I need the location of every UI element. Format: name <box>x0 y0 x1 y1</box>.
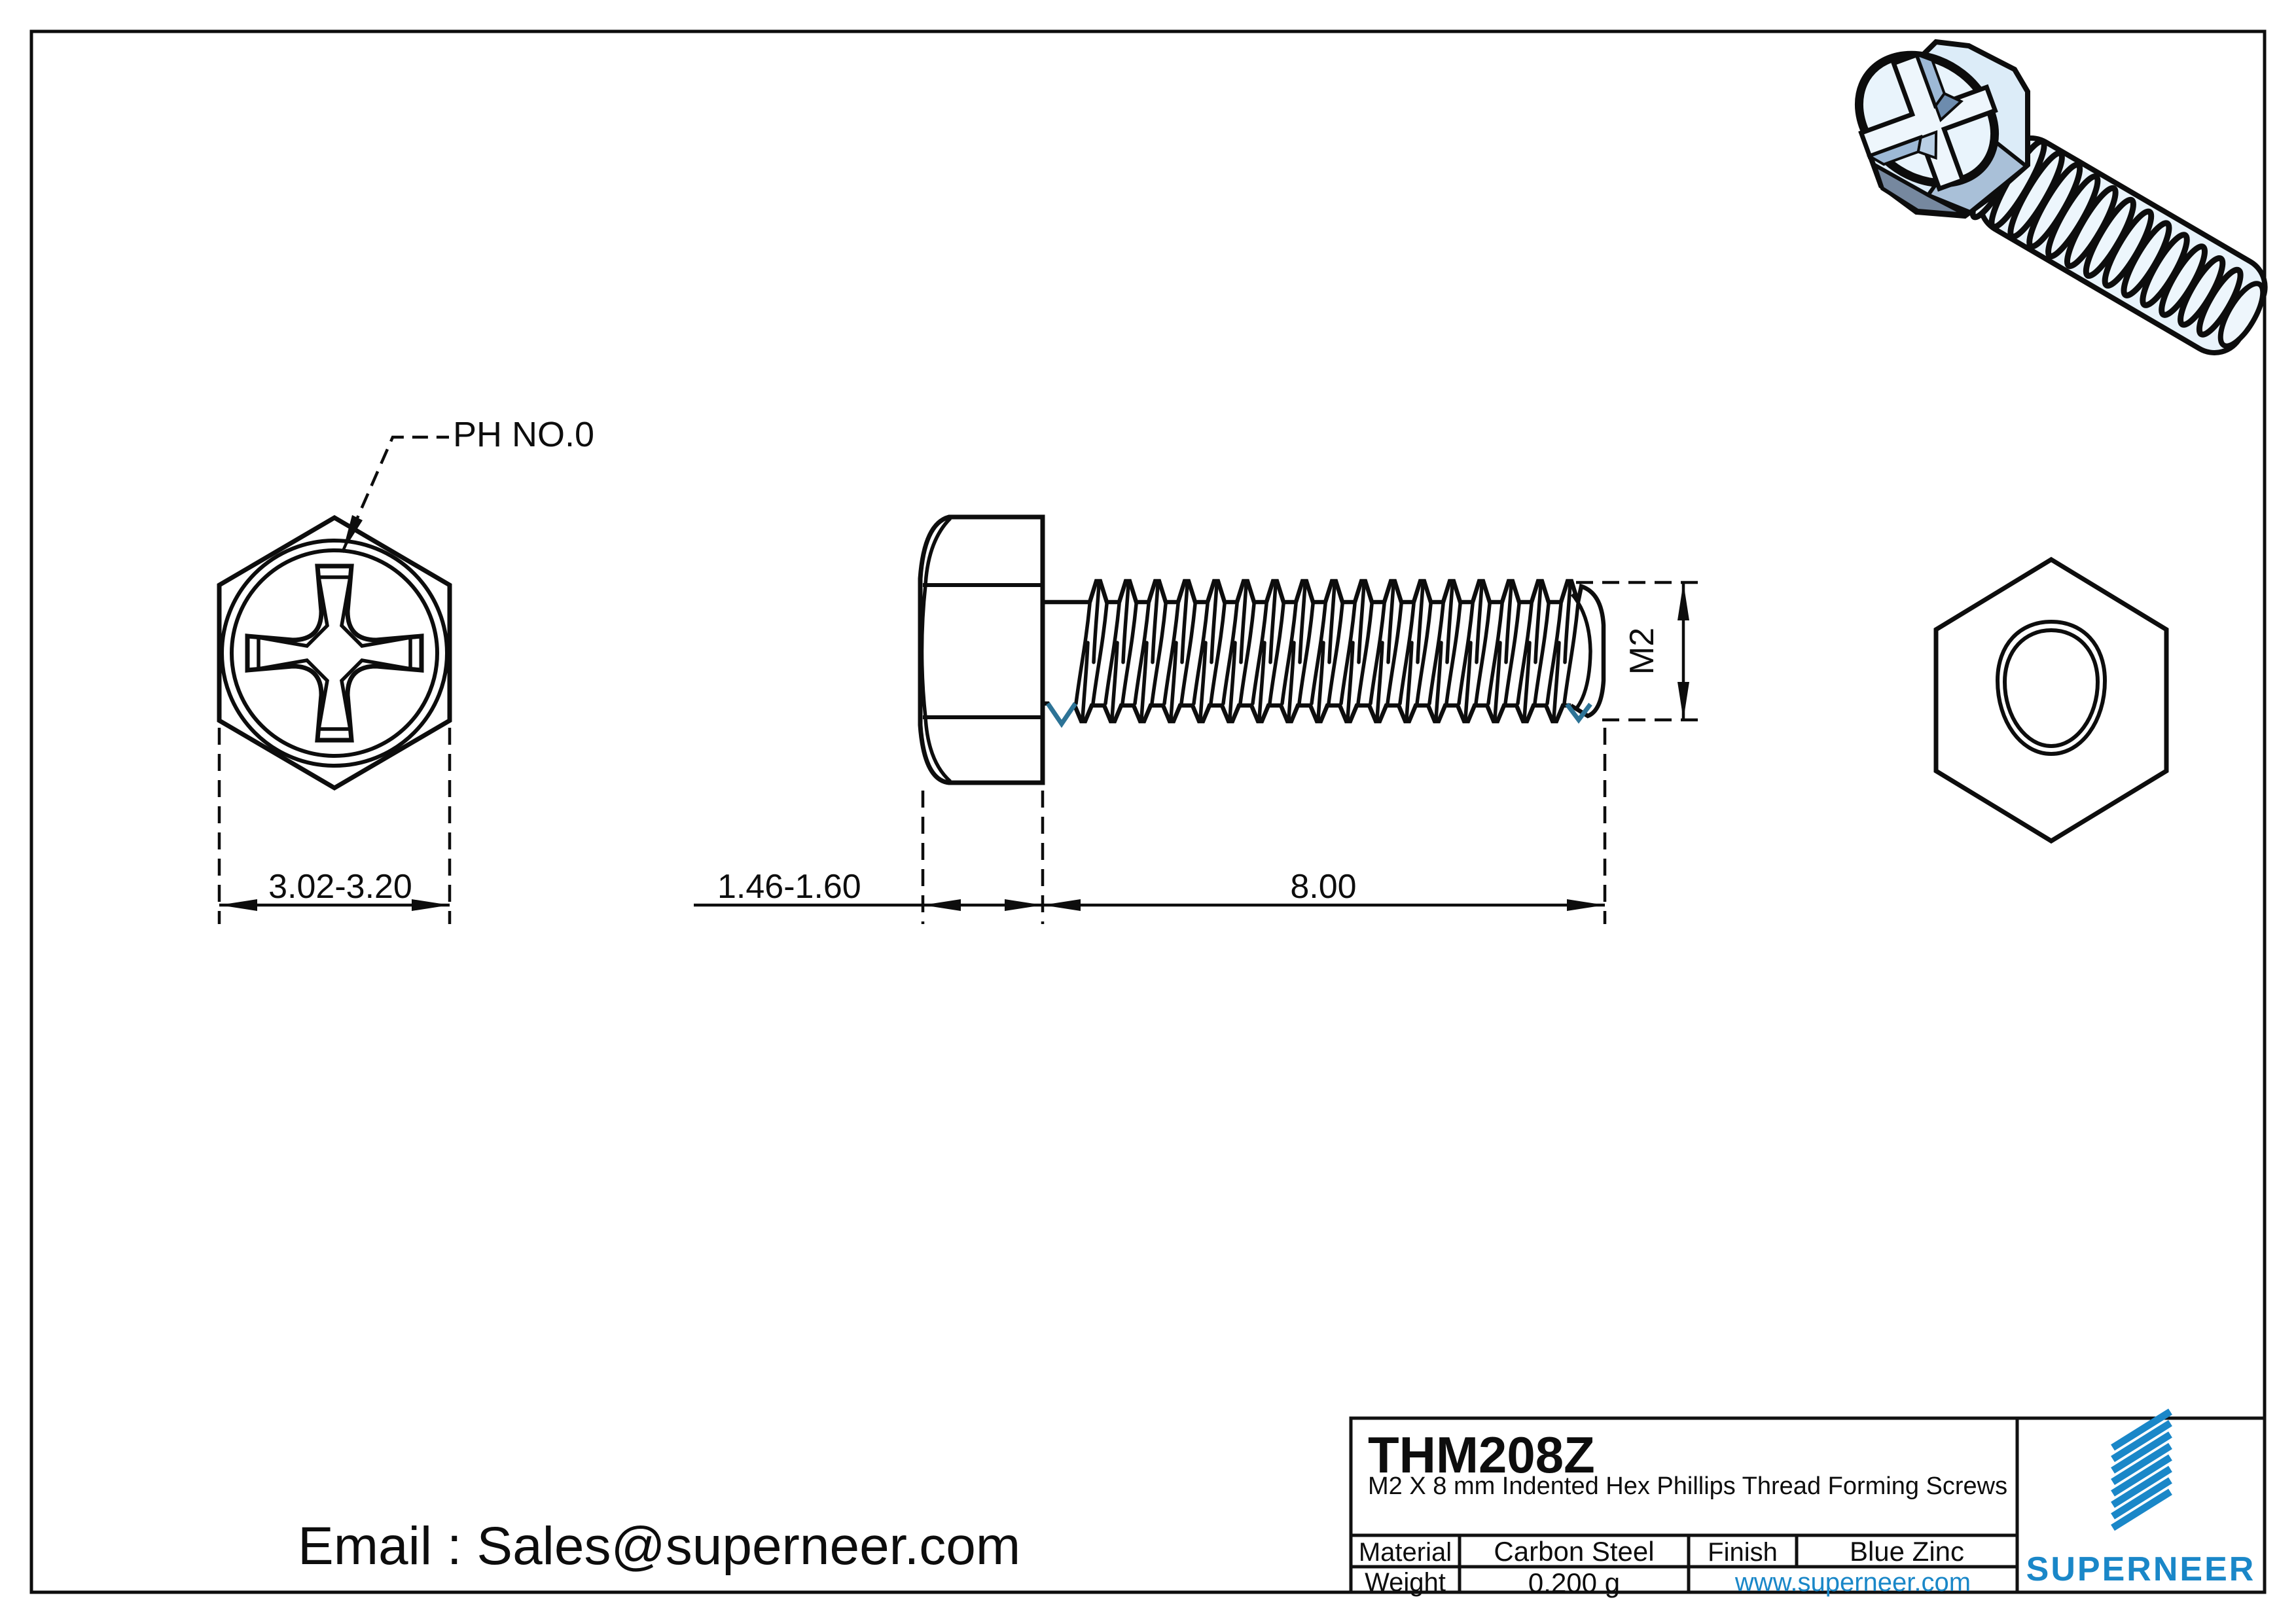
title-block-grid <box>1349 1416 2267 1594</box>
preview-thread-ridges <box>1969 126 2244 338</box>
dimensions <box>217 580 1704 924</box>
part-number: THM208Z <box>1368 1426 1595 1484</box>
brand-name: SUPERNEER <box>2026 1550 2256 1588</box>
front-outer-circle <box>220 539 449 768</box>
thread-top-edge <box>1043 579 1581 605</box>
dim-label-thread-diameter: M2 <box>1623 628 1661 675</box>
front-view <box>217 435 452 791</box>
finish-value: Blue Zinc <box>1849 1536 1965 1567</box>
front-inner-circle <box>230 548 439 758</box>
contact-email: Email : Sales@superneer.com <box>298 1516 1021 1576</box>
preview-head-face-bottom <box>1871 160 1967 217</box>
end-hexagon <box>1933 556 2169 844</box>
front-hexagon <box>217 514 452 791</box>
finish-label: Finish <box>1708 1538 1778 1567</box>
brand-logo-stripe <box>2111 1408 2172 1451</box>
trilobe-inner <box>2002 628 2100 749</box>
thread-tip-inner-arc <box>1570 593 1592 709</box>
thread-runout-mark-start <box>1046 702 1077 728</box>
preview-3d <box>1854 39 2268 355</box>
recess-leader-arrow <box>342 515 363 552</box>
part-description: M2 X 8 mm Indented Hex Phillips Thread F… <box>1368 1472 2008 1500</box>
brand-logo-stripe <box>2111 1488 2172 1531</box>
ext-lines-length <box>921 728 1607 924</box>
brand-logo-icon <box>2111 1408 2172 1531</box>
phillips-recess-inner <box>257 575 412 731</box>
phillips-recess-outline <box>245 563 424 743</box>
side-head-outline <box>918 514 1045 785</box>
thread-flank-lines <box>1074 582 1580 721</box>
recess-leader-line <box>340 435 449 553</box>
brand-logo-stripe <box>2111 1419 2172 1463</box>
dim-label-thread-length: 8.00 <box>1290 868 1356 906</box>
trilobe-outer <box>1995 619 2108 757</box>
brand-logo-stripe <box>2111 1454 2172 1497</box>
thread-runout-mark-end <box>1565 702 1592 724</box>
material-value: Carbon Steel <box>1494 1536 1655 1567</box>
end-view <box>1933 556 2169 844</box>
preview-head <box>1854 39 2030 219</box>
dim-label-across-flats: 3.02-3.20 <box>268 868 412 906</box>
dim-label-head-height: 1.46-1.60 <box>717 868 861 906</box>
ext-lines-across-flats <box>217 728 452 924</box>
brand-logo-stripe <box>2111 1465 2172 1508</box>
thread-bottom-edge <box>1043 701 1571 728</box>
website-link[interactable]: www.superneer.com <box>1734 1568 1971 1597</box>
brand-logo-stripe <box>2111 1431 2172 1474</box>
side-head-chamfer-arcs <box>920 517 952 783</box>
thread-tip-outline <box>1570 583 1606 719</box>
weight-label: Weight <box>1365 1568 1446 1597</box>
brand-logo-stripe <box>2111 1442 2172 1486</box>
preview-phillips-recess <box>1858 52 1998 192</box>
dim-arrowheads <box>219 582 1689 911</box>
weight-value: 0.200 g <box>1528 1567 1621 1598</box>
side-head-facet-lines <box>923 583 1043 719</box>
brand-logo-stripe <box>2111 1477 2172 1520</box>
material-label: Material <box>1358 1538 1452 1567</box>
side-view <box>918 514 1606 785</box>
recess-label: PH NO.0 <box>453 415 594 454</box>
sheet-border <box>29 29 2267 1594</box>
